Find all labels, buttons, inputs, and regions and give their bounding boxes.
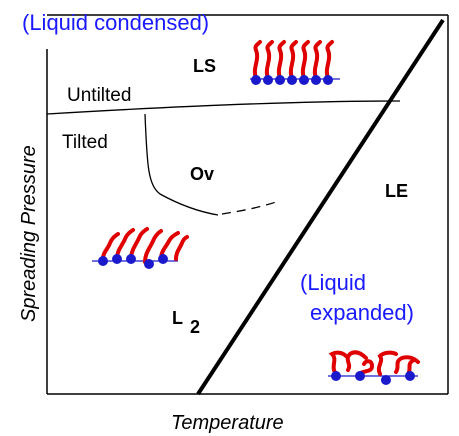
- molecule-ls-untilted-icon: [250, 40, 340, 85]
- le-boundary-line: [196, 18, 445, 396]
- liquid-expanded-label-line2: expanded): [310, 300, 414, 325]
- region-ov-label: Ov: [190, 164, 214, 184]
- region-ls-label: LS: [193, 56, 216, 76]
- x-axis-label: Temperature: [171, 412, 284, 434]
- ov-boundary-dashed: [221, 201, 277, 215]
- molecule-le-disordered-icon: [328, 350, 420, 385]
- region-l2-label: L: [172, 308, 183, 328]
- liquid-condensed-label: (Liquid condensed): [22, 10, 209, 35]
- liquid-expanded-label-line1: (Liquid: [300, 270, 366, 295]
- region-le-label: LE: [385, 181, 408, 201]
- tilt-boundary-line: [46, 100, 401, 115]
- ov-boundary-curve: [144, 113, 219, 216]
- tilted-label: Tilted: [62, 132, 108, 153]
- y-axis-label: Spreading Pressure: [18, 145, 40, 322]
- region-l2-subscript: 2: [190, 317, 200, 337]
- untilted-label: Untilted: [67, 85, 131, 106]
- molecule-l2-tilted-icon: [92, 227, 189, 269]
